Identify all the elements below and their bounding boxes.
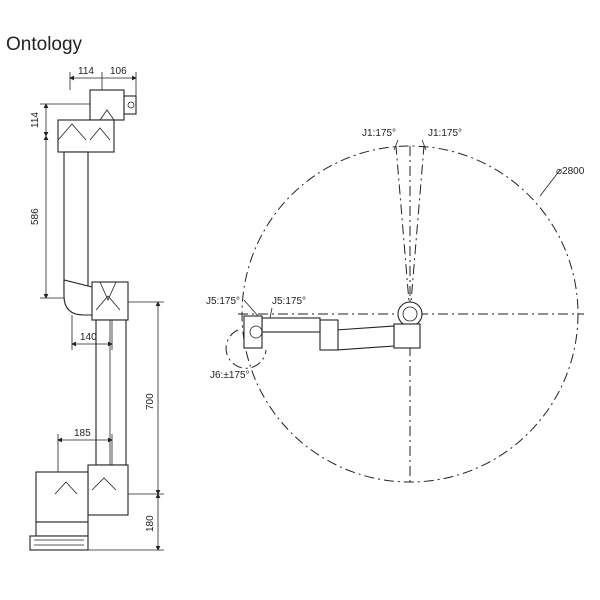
wrist-top [243,315,263,349]
lower-arm [95,319,127,466]
dim-base-offset: 185 [74,428,91,439]
j5-left-label: J5:175° [206,296,240,307]
elbow-joint [91,281,129,321]
shoulder-joint [87,464,129,516]
lower-arm-top [335,325,395,351]
j5-right-label: J5:175° [272,296,306,307]
base-foot [29,535,89,551]
dim-top-width-right: 106 [110,66,127,77]
base-block [35,471,89,523]
j6-label: J6:±175° [210,370,250,381]
diameter-label: ⌀2800 [556,166,585,177]
upper-arm-top [261,317,321,333]
dim-elbow-offset: 140 [80,332,97,343]
dim-lower-arm: 700 [145,393,156,410]
dim-base-height: 180 [145,515,156,532]
wrist-flange [123,95,137,115]
page-title: Ontology [6,34,83,55]
dim-top-width-left: 114 [78,66,94,77]
top-view: J1:175° J1:175° ⌀2800 J5:175° J5:175° J6… [206,128,585,484]
base-joint-top [397,301,423,327]
j1-right-label: J1:175° [428,128,462,139]
side-view: 114 106 114 586 140 700 185 180 [29,66,164,551]
elbow-top [319,319,339,351]
dim-upper-offset: 114 [30,112,41,128]
j1-left-label: J1:175° [362,128,396,139]
wrist-block-top [89,89,125,121]
elbow-curve [63,279,97,316]
base-plate [35,521,89,537]
wrist-block-lower [57,119,115,153]
shoulder-top [393,323,421,349]
upper-arm [63,151,89,293]
dim-upper-arm: 586 [30,208,41,225]
